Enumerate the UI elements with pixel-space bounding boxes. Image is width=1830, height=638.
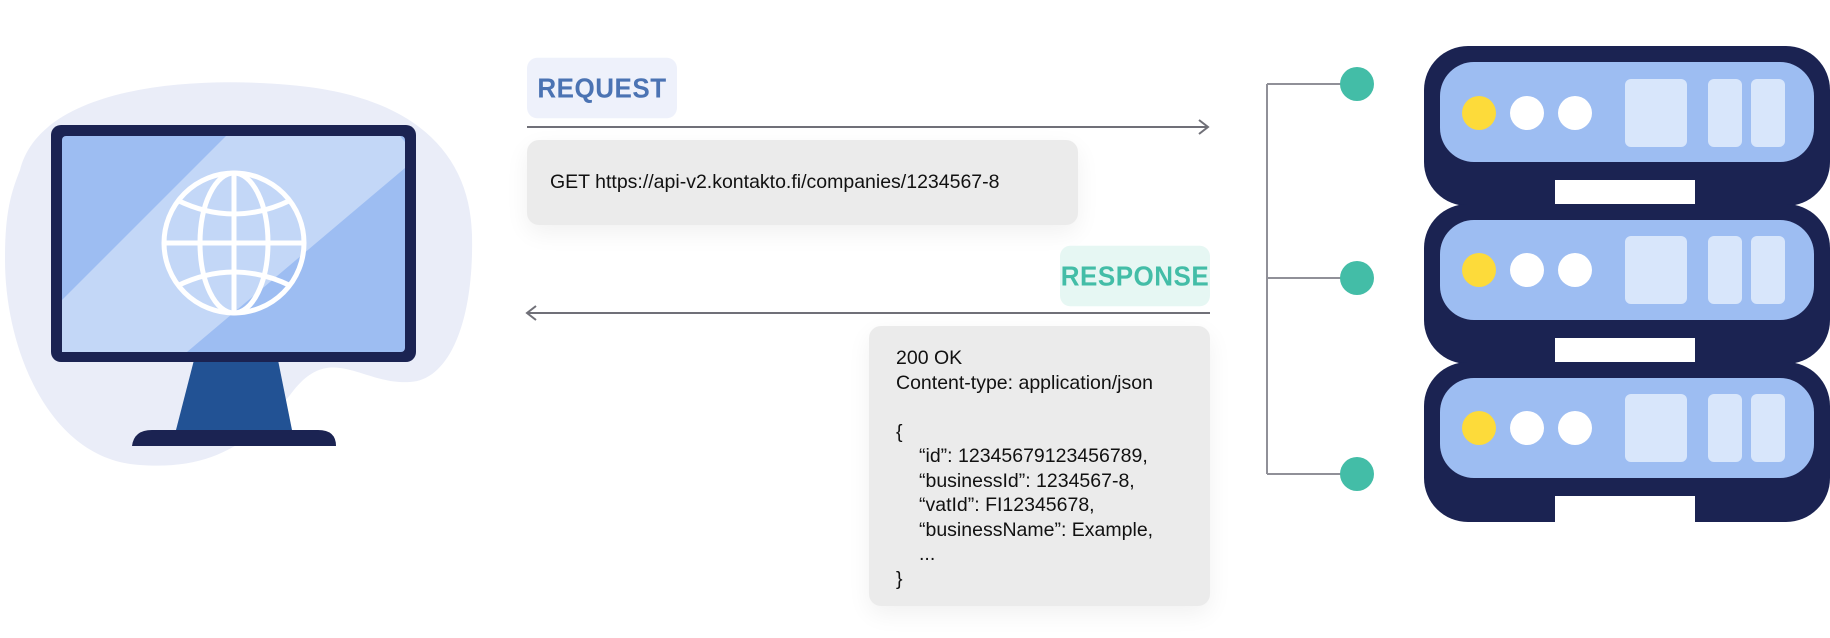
request-code-box: GET https://api-v2.kontakto.fi/companies…	[527, 140, 1078, 225]
status-light	[1558, 253, 1592, 287]
monitor-stand	[176, 360, 292, 430]
connector-dot-top	[1340, 67, 1374, 101]
status-light	[1510, 253, 1544, 287]
status-light	[1510, 411, 1544, 445]
response-body: 200 OK Content-type: application/json { …	[869, 326, 1210, 591]
response-arrow	[525, 305, 1210, 321]
response-code-box: 200 OK Content-type: application/json { …	[869, 326, 1210, 606]
response-header-line: Content-type: application/json	[896, 371, 1153, 394]
status-light	[1558, 411, 1592, 445]
response-json-line: “vatId”: FI12345678,	[919, 494, 1095, 516]
request-label: REQUEST	[527, 57, 677, 119]
server-unit	[1424, 362, 1830, 522]
connector-dot-bottom	[1340, 457, 1374, 491]
server-unit	[1424, 204, 1830, 364]
monitor-base	[132, 430, 336, 446]
request-arrow	[527, 119, 1210, 135]
status-light-yellow	[1462, 253, 1496, 287]
status-light	[1558, 96, 1592, 130]
response-json-open: {	[896, 420, 903, 443]
globe-icon	[161, 170, 307, 316]
connector-dot-middle	[1340, 261, 1374, 295]
response-json-line: “businessId”: 1234567-8,	[919, 469, 1135, 492]
status-light-yellow	[1462, 411, 1496, 445]
response-json-line: “businessName”: Example,	[919, 518, 1154, 541]
response-label: RESPONSE	[1060, 245, 1210, 307]
server-connector	[1266, 67, 1374, 491]
status-light-yellow	[1462, 96, 1496, 130]
response-json-close: }	[896, 567, 903, 590]
status-light	[1510, 96, 1544, 130]
response-json-line: “id”: 12345679123456789,	[919, 445, 1148, 467]
response-status-line: 200 OK	[896, 347, 963, 369]
server-rack-icon	[1424, 46, 1830, 522]
request-line: GET https://api-v2.kontakto.fi/companies…	[550, 171, 1000, 193]
computer-icon	[5, 82, 473, 466]
response-json-ellipsis: ...	[919, 543, 936, 565]
server-unit	[1424, 46, 1830, 206]
response-blank-line	[896, 395, 1210, 420]
